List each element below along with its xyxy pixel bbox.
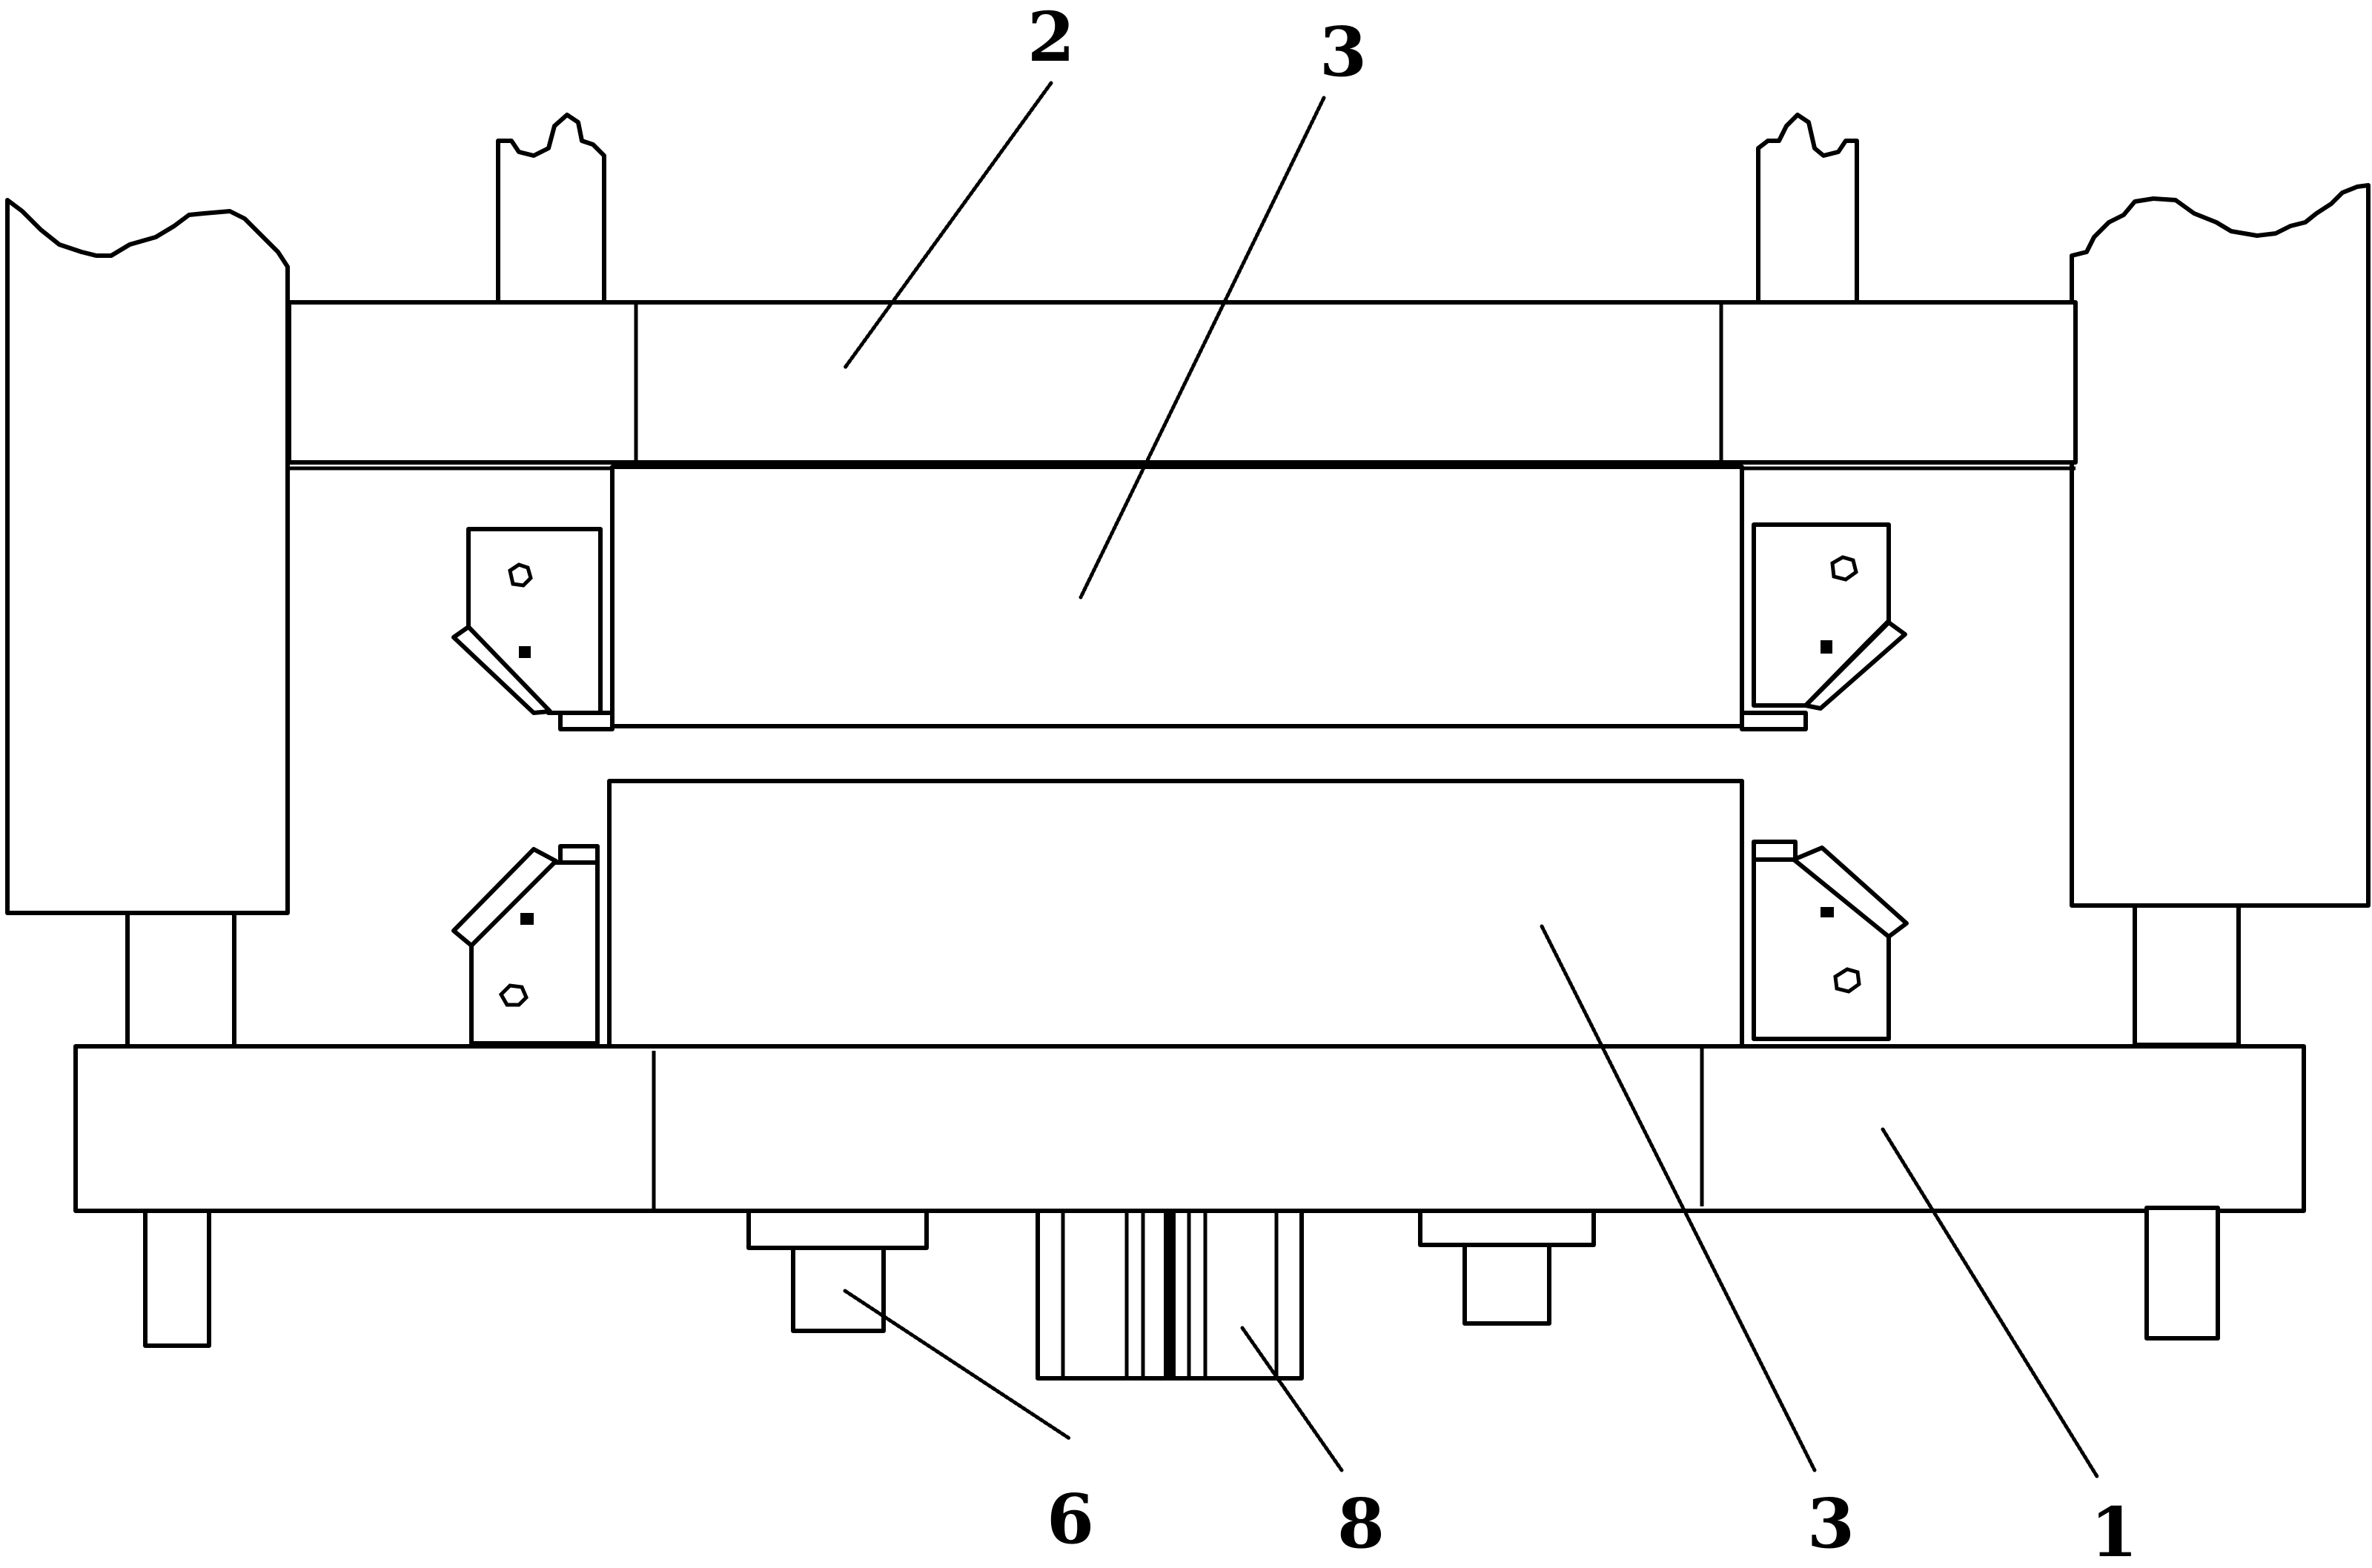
upper-right-bracket — [1752, 522, 1891, 708]
upper-left-bracket-wedge — [451, 625, 552, 715]
upper-die-shim-right — [1740, 711, 1808, 731]
lower-left-bracket-top-cap — [558, 844, 600, 865]
bottom-fitting-left-body — [791, 1246, 886, 1333]
label-1: 1 — [2090, 1492, 2138, 1568]
lower-left-bracket-pin — [520, 913, 534, 925]
lower-base-plate — [73, 1044, 2306, 1213]
leader-line-1 — [1881, 1127, 2100, 1480]
label-3-top: 3 — [1319, 12, 1367, 92]
bottom-fitting-left-flange — [746, 1209, 929, 1250]
leader-line-3-bottom — [1540, 924, 1817, 1472]
lower-right-bracket-hole — [1833, 967, 1861, 994]
left-column-leg — [125, 911, 236, 1054]
label-8: 8 — [1337, 1484, 1385, 1564]
leader-line-2 — [843, 81, 1053, 370]
upper-right-bracket-wedge — [1803, 620, 1907, 711]
upper-die-block — [610, 465, 1744, 728]
upper-die-shim-left — [558, 711, 614, 731]
lower-right-bracket-wedge — [1792, 846, 1909, 939]
upper-right-bracket-pin — [1821, 640, 1832, 654]
right-column-leg — [2133, 903, 2241, 1047]
lower-guide-post-right — [2144, 1206, 2220, 1341]
lower-left-bracket-wedge — [451, 847, 558, 948]
upper-plate — [287, 300, 2078, 465]
lower-right-bracket-pin — [1821, 907, 1834, 917]
upper-guide-post-left — [496, 113, 606, 306]
bottom-fitting-right-body — [1462, 1243, 1551, 1326]
upper-right-bracket-hole — [1830, 555, 1858, 582]
bottom-fitting-right-flange — [1418, 1209, 1596, 1247]
label-3-bottom: 3 — [1807, 1484, 1855, 1564]
lower-left-bracket — [469, 860, 600, 1046]
leader-line-3-top — [1079, 96, 1326, 599]
leader-line-8 — [1240, 1326, 1344, 1472]
upper-left-bracket — [466, 527, 603, 715]
lower-die-block — [607, 779, 1744, 1052]
label-2: 2 — [1027, 0, 1075, 77]
lower-left-bracket-hole — [498, 983, 529, 1007]
lower-right-bracket-top-cap — [1752, 840, 1798, 862]
left-column — [5, 198, 290, 915]
right-column — [2070, 183, 2371, 908]
center-ejector-rod — [1164, 1212, 1176, 1377]
upper-guide-post-right — [1756, 113, 1859, 306]
upper-left-bracket-hole — [508, 562, 533, 588]
leader-line-6 — [843, 1289, 1073, 1441]
upper-left-bracket-pin — [519, 646, 531, 658]
lower-guide-post-left — [143, 1209, 211, 1348]
label-6: 6 — [1047, 1479, 1094, 1559]
